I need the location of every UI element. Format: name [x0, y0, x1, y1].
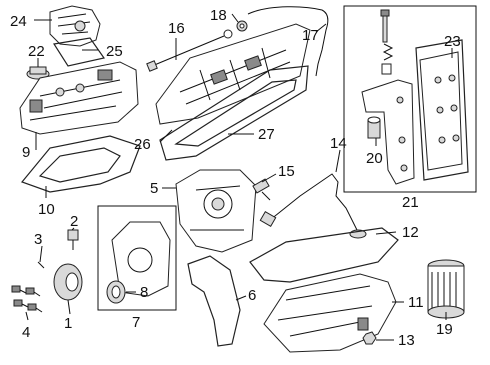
part-10-gasket — [20, 135, 141, 193]
part-23-cooler-plate — [415, 39, 469, 181]
callout-4: 4 — [22, 324, 30, 341]
callout-14: 14 — [330, 135, 347, 152]
callout-25: 25 — [106, 43, 123, 60]
part-16-dipstick — [146, 29, 233, 72]
callout-3: 3 — [34, 231, 42, 248]
callout-27: 27 — [258, 126, 275, 143]
callout-17: 17 — [302, 27, 319, 44]
part-24-cover — [49, 5, 101, 47]
callout-18: 18 — [210, 7, 227, 24]
callout-24: 24 — [10, 13, 27, 30]
part-cooler-housing — [361, 79, 415, 185]
part-6-gasket — [187, 255, 241, 347]
detail-box-7 — [97, 205, 177, 311]
callout-2: 2 — [70, 213, 78, 230]
part-cooler-bolt — [380, 9, 394, 75]
callout-1: 1 — [64, 315, 72, 332]
leader-lines — [25, 13, 453, 341]
part-18-seal — [236, 20, 248, 32]
callout-22: 22 — [28, 43, 45, 60]
callout-12: 12 — [402, 224, 419, 241]
callout-10: 10 — [38, 201, 55, 218]
callout-5: 5 — [150, 180, 158, 197]
part-2-bolt — [67, 229, 79, 250]
callout-21: 21 — [402, 194, 419, 211]
callout-19: 19 — [436, 321, 453, 338]
part-1-pulley — [53, 263, 83, 301]
part-19-oil-filter — [427, 259, 465, 319]
detail-box-21 — [343, 5, 477, 193]
part-13-drain-plug — [362, 331, 377, 345]
callout-20: 20 — [366, 150, 383, 167]
part-4-bolts — [11, 285, 43, 313]
callout-11: 11 — [408, 294, 424, 311]
part-9-valve-cover — [19, 61, 139, 135]
part-12-pan-gasket — [249, 227, 399, 283]
part-25-gasket — [53, 37, 106, 67]
part-15-bolt — [252, 178, 271, 201]
callout-13: 13 — [398, 332, 415, 349]
callout-23: 23 — [444, 33, 461, 50]
callout-6: 6 — [248, 287, 256, 304]
part-8-seal — [106, 280, 126, 304]
callout-8: 8 — [140, 284, 148, 301]
part-17-tube — [247, 6, 329, 77]
callout-15: 15 — [278, 163, 295, 180]
callout-7: 7 — [132, 314, 140, 331]
part-27-gasket — [159, 65, 309, 161]
callout-16: 16 — [168, 20, 185, 37]
part-5-front-cover — [175, 169, 257, 253]
part-26-cylinder-head — [155, 23, 311, 125]
part-14-pickup-tube — [259, 173, 367, 239]
part-20-insert — [367, 116, 381, 139]
callout-9: 9 — [22, 144, 30, 161]
callout-26: 26 — [134, 136, 151, 153]
part-3-dowel — [37, 261, 45, 269]
